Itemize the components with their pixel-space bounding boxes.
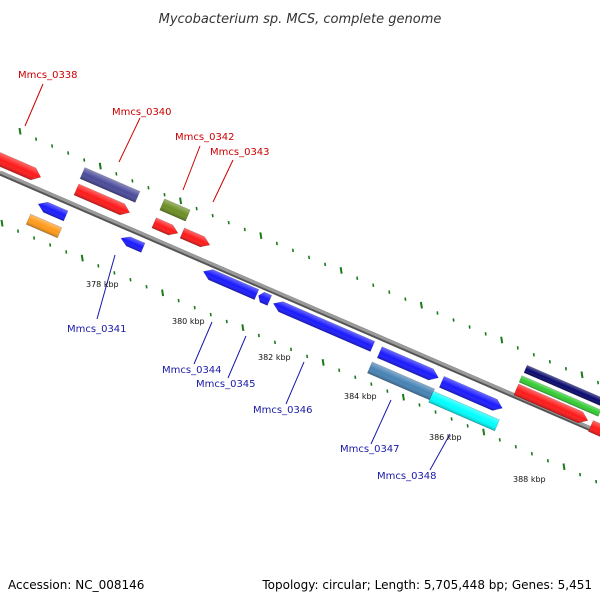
scale-label-388-kbp: 388 kbp [513, 475, 546, 484]
scale-label-382-kbp: 382 kbp [258, 353, 291, 362]
callout-line-mmcs-0348 [429, 433, 451, 471]
feature-red [0, 148, 42, 181]
callout-line-mmcs-0338 [24, 83, 44, 127]
feature-olive [159, 198, 191, 222]
major-tick [80, 254, 84, 262]
genome-backbone [0, 170, 600, 434]
major-tick [419, 301, 423, 309]
major-tick [482, 428, 486, 436]
callout-line-mmcs-0344 [193, 321, 213, 365]
accession-text: Accession: NC_008146 [8, 578, 145, 592]
feature-blue [438, 375, 503, 411]
feature-blue [376, 346, 439, 381]
feature-red [179, 227, 211, 248]
feature-red [151, 217, 179, 236]
feature-red [73, 183, 131, 216]
callout-line-mmcs-0342 [182, 145, 201, 191]
gene-label-mmcs-0338: Mmcs_0338 [18, 70, 78, 81]
gene-label-mmcs-0347: Mmcs_0347 [340, 444, 400, 455]
major-tick [580, 371, 584, 379]
gene-label-mmcs-0344: Mmcs_0344 [162, 365, 222, 376]
major-tick [18, 127, 22, 135]
feature-red [513, 383, 589, 424]
callout-line-mmcs-0346 [285, 361, 305, 405]
major-tick [401, 393, 405, 401]
gene-label-mmcs-0340: Mmcs_0340 [112, 107, 172, 118]
feature-blue [272, 301, 376, 352]
callout-line-mmcs-0341 [96, 254, 116, 320]
genome-summary-text: Topology: circular; Length: 5,705,448 bp… [262, 578, 592, 592]
gene-label-mmcs-0341: Mmcs_0341 [67, 324, 127, 335]
scale-label-386-kbp: 386 kbp [429, 433, 462, 442]
tick-marks-inner [0, 219, 598, 484]
callout-lines [24, 83, 451, 471]
feature-blue [37, 201, 69, 222]
gene-label-mmcs-0348: Mmcs_0348 [377, 471, 437, 482]
feature-cyan [428, 390, 500, 432]
feature-slateblue [79, 167, 141, 203]
feature-orange [25, 213, 63, 239]
major-tick [179, 197, 183, 205]
scale-label-380-kbp: 380 kbp [172, 317, 205, 326]
gene-label-mmcs-0342: Mmcs_0342 [175, 132, 235, 143]
scale-label-378-kbp: 378 kbp [86, 280, 119, 289]
major-tick [321, 359, 325, 366]
major-tick [98, 162, 102, 170]
callout-line-mmcs-0340 [118, 117, 141, 163]
feature-blue [120, 236, 146, 253]
gene-label-mmcs-0346: Mmcs_0346 [253, 405, 313, 416]
feature-blue [258, 291, 273, 306]
callout-line-mmcs-0345 [227, 335, 247, 379]
feature-blue [202, 269, 260, 300]
major-tick [241, 324, 245, 332]
tick-marks-outer [18, 127, 600, 385]
major-tick [339, 267, 343, 274]
scale-label-384-kbp: 384 kbp [344, 392, 377, 401]
callout-line-mmcs-0343 [212, 159, 234, 203]
major-tick [500, 336, 504, 344]
major-tick [562, 463, 566, 471]
feature-navy [523, 364, 600, 408]
gene-label-mmcs-0343: Mmcs_0343 [210, 147, 270, 158]
gene-label-mmcs-0345: Mmcs_0345 [196, 379, 256, 390]
major-tick [259, 232, 263, 240]
map-title: Mycobacterium sp. MCS, complete genome [159, 12, 442, 27]
major-tick [161, 289, 165, 297]
feature-red [588, 420, 600, 438]
feature-green [518, 375, 600, 417]
gene-features [0, 148, 600, 438]
major-tick [0, 219, 4, 227]
callout-line-mmcs-0347 [370, 399, 392, 445]
